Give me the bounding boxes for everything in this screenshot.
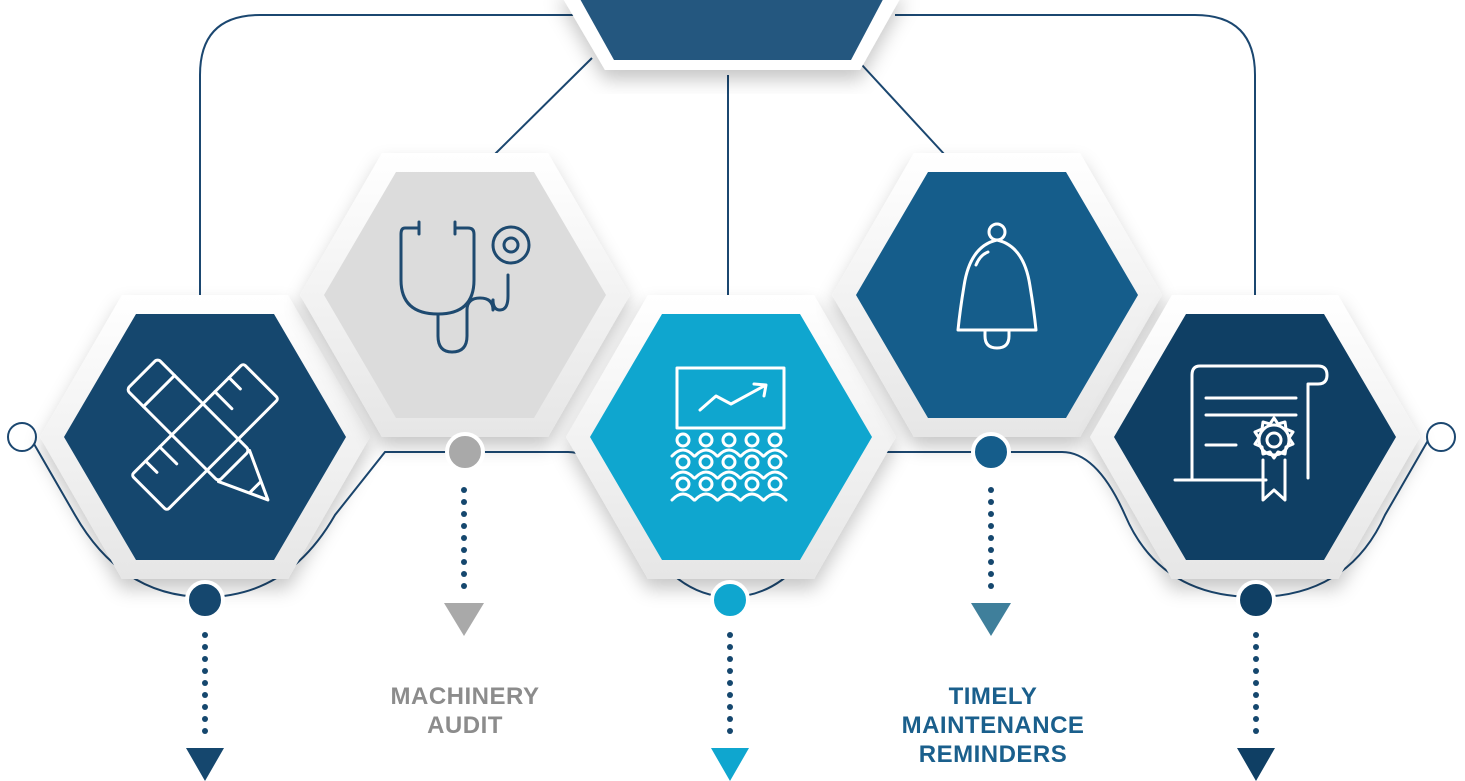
- connector-nodes: [185, 432, 1276, 620]
- hexagon-timely-maintenance: [832, 153, 1162, 437]
- node-training: [710, 580, 750, 620]
- right-loop-line: [895, 14, 1256, 300]
- machinery-audit-label-line-2: AUDIT: [427, 712, 503, 739]
- arrow-down-icon: [971, 603, 1011, 636]
- timely-maintenance-label-line-1: TIMELY: [948, 683, 1038, 710]
- right-end-node: [1426, 422, 1456, 452]
- hexagon-certification: [1090, 295, 1420, 579]
- hexagon-training: [566, 295, 896, 579]
- drop-arrow-design-tools: [186, 632, 224, 781]
- left-diagonal-line: [493, 57, 593, 156]
- node-design-tools: [185, 580, 225, 620]
- left-end-node: [7, 422, 37, 452]
- top-hexagon: [563, 0, 900, 70]
- timely-maintenance-label: TIMELY MAINTENANCE REMINDERS: [863, 682, 1123, 769]
- node-timely-maintenance: [971, 432, 1011, 472]
- node-machinery-audit: [445, 432, 485, 472]
- bell-icon: [956, 222, 1038, 350]
- drop-arrow-timely-maintenance: [971, 487, 1011, 636]
- arrow-down-icon: [711, 748, 749, 781]
- certificate-icon: [1173, 364, 1329, 502]
- hexagon-machinery-audit: [300, 153, 630, 437]
- machinery-audit-label: MACHINERY AUDIT: [340, 682, 590, 740]
- drop-arrow-machinery-audit: [444, 487, 484, 636]
- stethoscope-icon: [399, 220, 531, 354]
- arrow-down-icon: [444, 603, 484, 636]
- left-loop-line: [199, 14, 580, 300]
- right-diagonal-line: [861, 64, 946, 156]
- drop-arrow-training: [711, 632, 749, 781]
- arrow-down-icon: [1237, 748, 1275, 781]
- presentation-audience-icon: [670, 366, 788, 502]
- node-certification: [1236, 580, 1276, 620]
- timely-maintenance-label-line-3: REMINDERS: [918, 741, 1068, 768]
- hexagon-design-tools: [40, 295, 370, 579]
- timely-maintenance-label-line-2: MAINTENANCE: [901, 712, 1085, 739]
- pencil-ruler-icon: [126, 358, 279, 511]
- machinery-audit-label-line-1: MACHINERY: [390, 683, 540, 710]
- arrow-down-icon: [186, 748, 224, 781]
- drop-arrow-certification: [1237, 632, 1275, 781]
